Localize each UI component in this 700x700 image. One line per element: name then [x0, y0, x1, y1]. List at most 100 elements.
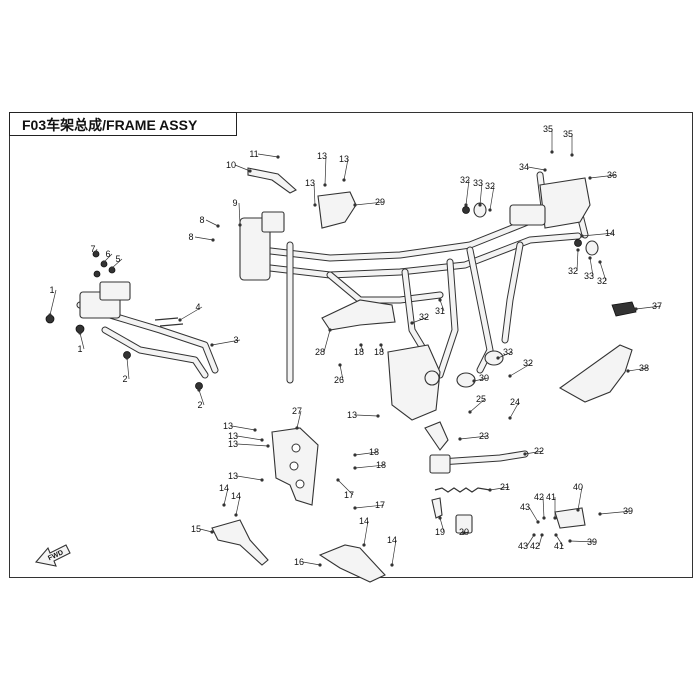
leader-dot-c24	[508, 416, 512, 420]
leader-dot-c10	[248, 169, 252, 173]
callout-c23: 23	[479, 431, 489, 441]
leader-line-c13g	[236, 443, 269, 447]
leader-dot-c41a	[553, 516, 557, 520]
leader-line-c11	[257, 153, 279, 158]
leader-dot-c23	[458, 437, 462, 441]
callout-c13h: 13	[228, 471, 238, 481]
leader-dot-c35a	[550, 150, 554, 154]
leader-dot-c18b	[379, 343, 383, 347]
leader-line-c32c	[411, 316, 429, 324]
leader-dot-c35b	[570, 153, 574, 157]
callout-c35b: 35	[563, 129, 573, 139]
leader-line-c1b	[79, 332, 85, 350]
leader-line-c26	[339, 364, 344, 381]
rear-bracket-38	[558, 344, 633, 403]
callout-c43a: 43	[520, 502, 530, 512]
leader-dot-c1b	[78, 331, 82, 335]
leader-line-c21	[489, 486, 510, 491]
callout-c13a: 13	[317, 151, 327, 161]
leader-line-c39b	[569, 540, 597, 543]
leader-dot-c32f	[508, 374, 512, 378]
leader-dot-c31	[438, 298, 442, 302]
callout-c13d: 13	[347, 410, 357, 420]
leader-dot-c13f	[260, 438, 264, 442]
leader-dot-c33b	[588, 256, 592, 260]
leader-dot-c43a	[536, 520, 540, 524]
callout-c32d: 32	[568, 266, 578, 276]
callout-c32f: 32	[523, 358, 533, 368]
leader-dot-c32c	[410, 321, 414, 325]
leader-line-c13h	[236, 475, 263, 481]
bracket-27	[271, 427, 319, 506]
leader-dot-c21	[488, 488, 492, 492]
leader-line-c19	[439, 517, 445, 533]
leader-dot-c14e	[580, 234, 584, 238]
callout-c33b: 33	[584, 271, 594, 281]
leader-line-c1a	[49, 289, 57, 316]
leader-dot-c20	[462, 531, 466, 535]
leader-dot-c34	[543, 168, 547, 172]
callout-c7: 7	[90, 244, 95, 254]
callout-c32e: 32	[597, 276, 607, 286]
page-title: F03车架总成/FRAME ASSY	[22, 117, 198, 133]
leader-dot-c32d	[576, 248, 580, 252]
leader-dot-c13d	[376, 414, 380, 418]
callout-c14e: 14	[605, 228, 615, 238]
leader-dot-c14a	[222, 503, 226, 507]
bracket-28	[321, 299, 396, 331]
leader-dot-c2a	[125, 356, 129, 360]
leader-dot-c8b	[211, 238, 215, 242]
leader-dot-c14b	[234, 513, 238, 517]
bracket-40	[554, 507, 586, 529]
leader-line-c33c	[497, 351, 513, 359]
callout-c13f: 13	[228, 431, 238, 441]
leader-dot-c1a	[48, 313, 52, 317]
leader-dot-c32e	[598, 260, 602, 264]
callout-c35a: 35	[543, 124, 553, 134]
front-bracket	[45, 250, 219, 390]
leader-dot-c36	[588, 176, 592, 180]
leader-dot-c6	[102, 260, 106, 264]
leader-line-c6	[103, 253, 113, 263]
leader-line-c39a	[599, 510, 633, 515]
leader-dot-c41b	[554, 533, 558, 537]
leader-line-c33a	[479, 182, 483, 206]
leader-line-c13d	[355, 414, 379, 417]
leader-dot-c14c	[362, 543, 366, 547]
leader-line-c30	[473, 377, 489, 382]
leader-line-c32e	[599, 261, 607, 282]
leader-line-c36	[589, 174, 617, 179]
leader-dot-c18c	[353, 453, 357, 457]
leader-line-c18c	[354, 451, 379, 456]
leader-line-c41b	[555, 534, 564, 547]
leader-dot-c11	[276, 155, 280, 159]
leader-line-c14d	[391, 539, 397, 566]
leader-line-c9	[238, 202, 241, 226]
leader-dot-c13e	[253, 428, 257, 432]
leader-dot-c13b	[342, 178, 346, 182]
leader-line-c10	[234, 164, 251, 172]
callout-c32b: 32	[485, 181, 495, 191]
callout-c25: 25	[476, 394, 486, 404]
leader-line-c13f	[236, 435, 263, 441]
leader-line-c32b	[489, 185, 495, 211]
leader-dot-c27	[295, 426, 299, 430]
leader-line-c16	[302, 561, 321, 566]
leader-dot-c13c	[313, 203, 317, 207]
callout-c39b: 39	[587, 537, 597, 547]
leader-line-c32d	[576, 249, 579, 272]
callout-c41a: 41	[546, 492, 556, 502]
leader-dot-c25	[468, 410, 472, 414]
leader-line-c8b	[194, 236, 214, 241]
leader-line-c14e	[581, 232, 615, 237]
leader-dot-c15	[210, 530, 214, 534]
bracket-10	[247, 167, 297, 194]
leader-dot-c9	[238, 223, 242, 227]
callout-c13b: 13	[339, 154, 349, 164]
callout-c33a: 33	[473, 178, 483, 188]
leader-line-c5	[111, 258, 123, 269]
callout-c28: 28	[315, 347, 325, 357]
leader-line-c17a	[337, 479, 354, 496]
leader-dot-c17a	[336, 478, 340, 482]
